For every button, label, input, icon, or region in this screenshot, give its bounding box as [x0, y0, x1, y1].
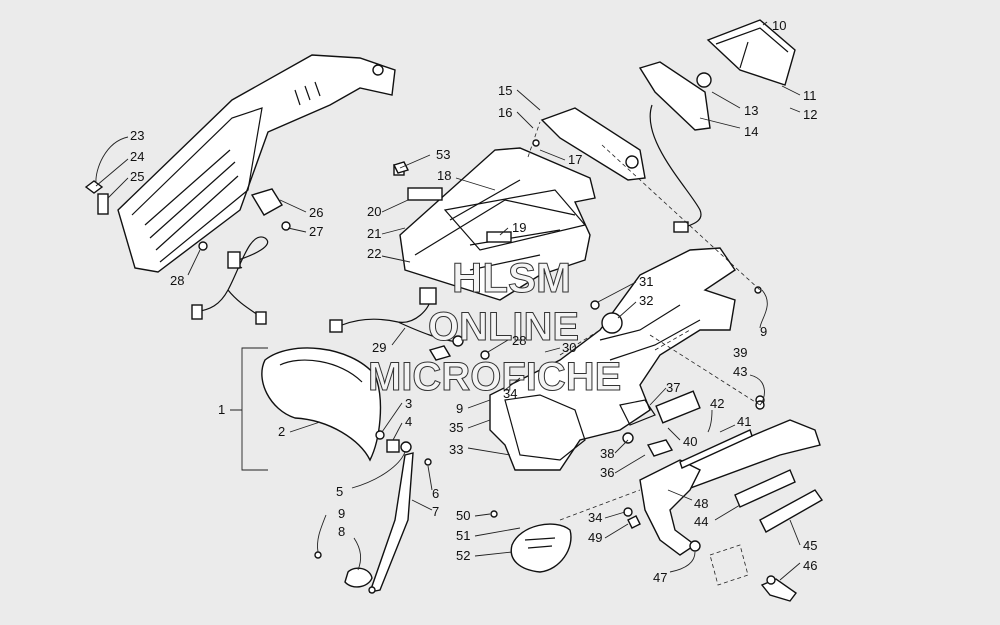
callout-17: 17: [568, 152, 582, 167]
footrest-pad: [734, 469, 796, 508]
callout-49: 49: [588, 530, 602, 545]
callout-13: 13: [744, 103, 758, 118]
taillight-assembly: [638, 19, 796, 233]
callout-39: 39: [733, 345, 747, 360]
tail-bracket: [540, 107, 646, 181]
callout-9-mid: 9: [456, 401, 463, 416]
main-frame: [489, 247, 736, 471]
backrest-pad: [261, 347, 382, 462]
callout-16: 16: [498, 105, 512, 120]
group-bracket-1: [230, 347, 268, 471]
callout-46: 46: [803, 558, 817, 573]
callout-25: 25: [130, 169, 144, 184]
callout-11: 11: [803, 88, 817, 103]
clip-30: [428, 345, 452, 361]
footrest-assembly: [639, 395, 824, 602]
callout-31: 31: [639, 274, 653, 289]
fastener-38: [622, 432, 634, 444]
callout-34-top: 34: [503, 386, 517, 401]
callout-51: 51: [456, 528, 470, 543]
callout-42: 42: [710, 396, 724, 411]
callout-47: 47: [653, 570, 667, 585]
callout-35: 35: [449, 420, 463, 435]
watermark-line-1: HLSM: [452, 254, 571, 301]
callout-26: 26: [309, 205, 323, 220]
callout-19: 19: [512, 220, 526, 235]
callout-8: 8: [338, 524, 345, 539]
callout-4: 4: [405, 414, 412, 429]
callout-9-left: 9: [338, 506, 345, 521]
callout-27: 27: [309, 224, 323, 239]
part-26-washer: [250, 188, 283, 216]
callout-43: 43: [733, 364, 747, 379]
emblem-52: [490, 510, 572, 573]
callout-1: 1: [218, 402, 225, 417]
backrest-bracket: [368, 452, 414, 593]
backrest-assembly: [261, 347, 432, 594]
callout-14: 14: [744, 124, 758, 139]
callout-10: 10: [772, 18, 786, 33]
callout-2: 2: [278, 424, 285, 439]
callout-40: 40: [683, 434, 697, 449]
callout-50: 50: [456, 508, 470, 523]
callout-34-low: 34: [588, 510, 602, 525]
watermark-line-3: MICROFICHE: [368, 355, 621, 399]
callout-41: 41: [737, 414, 751, 429]
callout-21: 21: [367, 226, 381, 241]
part-28-grommet: [198, 241, 208, 251]
watermark-line-2: ONLINE: [428, 305, 579, 349]
callout-28: 28: [170, 273, 184, 288]
part-25-bracket: [97, 193, 109, 215]
callout-44: 44: [694, 514, 708, 529]
callout-52: 52: [456, 548, 470, 563]
callout-53: 53: [436, 147, 450, 162]
clip-49: [627, 515, 641, 529]
callout-36: 36: [600, 465, 614, 480]
callouts: 10 11 13 12 14 15 16 17 53 18 20 19 21 2…: [95, 18, 817, 585]
callout-38: 38: [600, 446, 614, 461]
callout-15: 15: [498, 83, 512, 98]
callout-32: 32: [639, 293, 653, 308]
callout-5: 5: [336, 484, 343, 499]
callout-23: 23: [130, 128, 144, 143]
callout-37: 37: [666, 380, 680, 395]
part-27-screw: [281, 221, 291, 231]
fastener-9-right: [754, 286, 762, 294]
callout-30: 30: [562, 340, 576, 355]
callout-33: 33: [449, 442, 463, 457]
left-rack-frame: [117, 54, 396, 273]
callout-45: 45: [803, 538, 817, 553]
callout-29: 29: [372, 340, 386, 355]
callout-28b: 28: [512, 333, 526, 348]
callout-3: 3: [405, 396, 412, 411]
callout-48: 48: [694, 496, 708, 511]
callout-20: 20: [367, 204, 381, 219]
callout-7: 7: [432, 504, 439, 519]
fastener-34: [623, 507, 633, 517]
callout-22: 22: [367, 246, 381, 261]
callout-6: 6: [432, 486, 439, 501]
center-rack: [393, 147, 596, 301]
footrest-rubber: [759, 489, 824, 533]
callout-18: 18: [437, 168, 451, 183]
callout-12: 12: [803, 107, 817, 122]
callout-9-right: 9: [760, 324, 767, 339]
callout-24: 24: [130, 149, 144, 164]
